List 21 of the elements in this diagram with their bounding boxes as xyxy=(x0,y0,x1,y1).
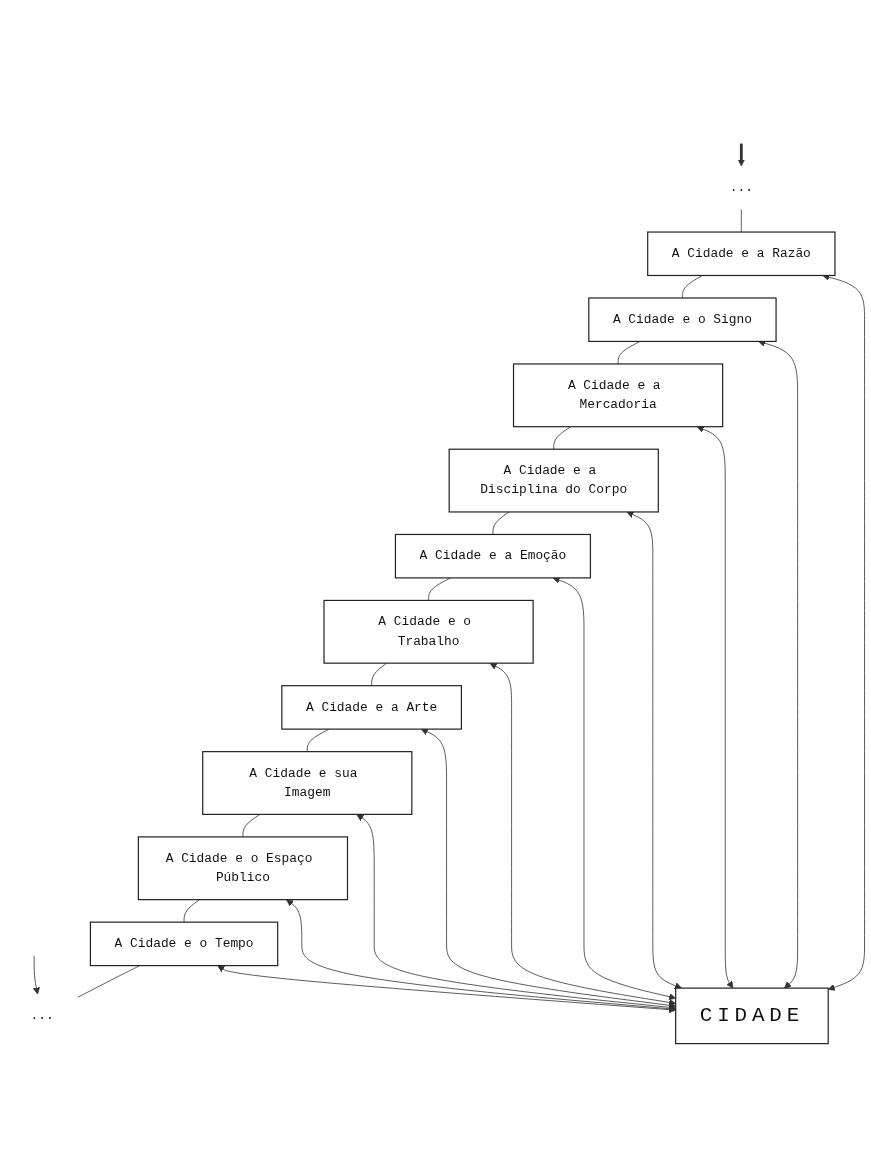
node-box: A Cidade e o Espaço Público xyxy=(137,836,349,901)
node-box: A Cidade e a Arte xyxy=(281,685,462,731)
connector xyxy=(682,275,703,299)
connector xyxy=(617,341,641,365)
node-box: A Cidade e sua Imagem xyxy=(202,751,413,816)
node-box: A Cidade e a Mercadoria xyxy=(512,363,724,428)
connector xyxy=(183,899,200,924)
connector xyxy=(242,814,261,838)
connector xyxy=(371,663,388,687)
arrow xyxy=(737,144,745,167)
connector xyxy=(740,209,742,233)
node-box: A Cidade e o Tempo xyxy=(89,922,279,967)
node-box: A Cidade e a Disciplina do Corpo xyxy=(448,449,659,514)
node-text: ... xyxy=(729,181,753,196)
node-box: A Cidade e o Signo xyxy=(588,297,777,343)
node-box: A Cidade e o Trabalho xyxy=(323,600,534,665)
node-box: A Cidade e a Emoção xyxy=(394,534,592,579)
connector xyxy=(492,512,510,536)
node-box: A Cidade e a Razão xyxy=(647,231,836,277)
node-text: ... xyxy=(30,1009,54,1024)
node-box: CIDADE xyxy=(675,987,829,1045)
